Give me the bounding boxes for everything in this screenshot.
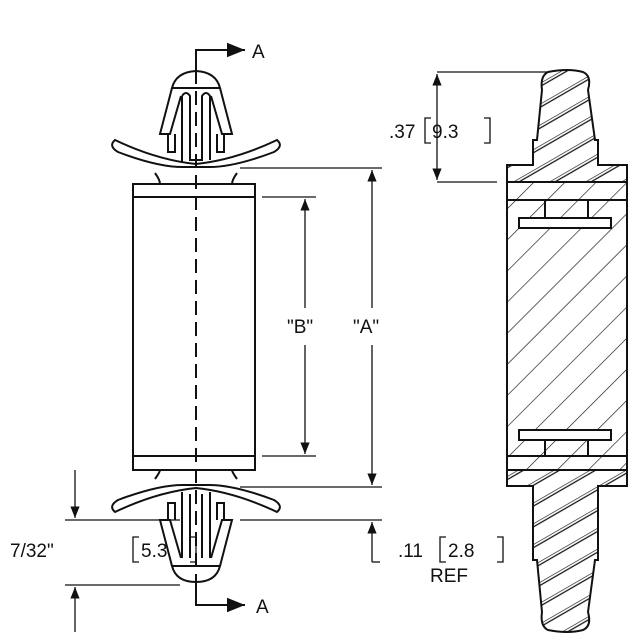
section-arrow-top <box>195 42 245 70</box>
ref-dim-mm: 2.8 <box>448 541 474 562</box>
head-height-mm: 9.3 <box>432 122 458 143</box>
labels: A A "B" "A" .37 9.3 7/32" 5.3 .11 2.8 RE… <box>10 42 474 618</box>
ref-note: REF <box>430 566 468 587</box>
section-arrow-bottom <box>195 585 245 613</box>
spacer-body <box>132 183 256 471</box>
head-height-inch: .37 <box>389 122 415 143</box>
clip-gap-mm: 5.3 <box>141 541 167 562</box>
section-label-bottom: A <box>256 597 269 618</box>
dim-a-label: "A" <box>353 317 379 338</box>
clip-gap-inch: 7/32" <box>10 541 54 562</box>
section-view <box>506 69 628 633</box>
front-view <box>111 42 281 613</box>
dimension-lines <box>65 71 548 632</box>
ref-dim-inch: .11 <box>398 541 423 562</box>
dim-b-label: "B" <box>287 317 313 338</box>
section-label-top: A <box>252 42 265 63</box>
